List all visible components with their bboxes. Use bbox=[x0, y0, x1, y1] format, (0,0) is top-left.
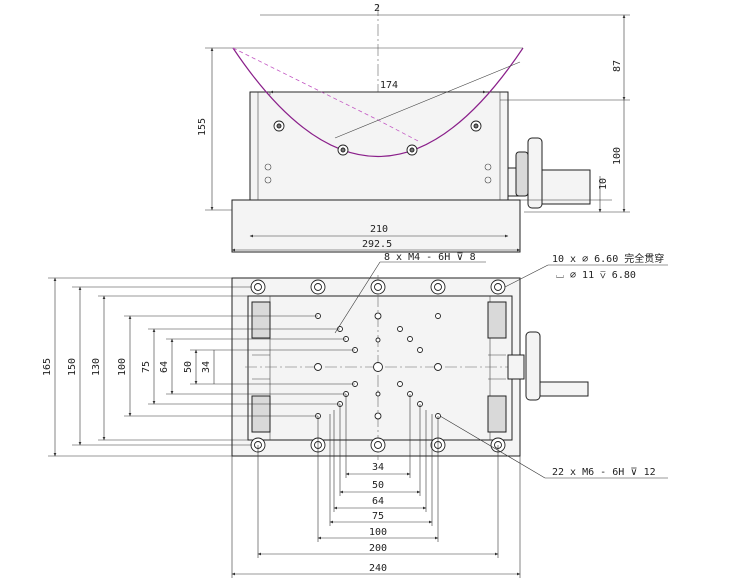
dim-label: 87 bbox=[612, 60, 623, 72]
dim-label: 200 bbox=[369, 543, 387, 554]
adjustment-knob-top bbox=[507, 331, 589, 401]
tapped-holes bbox=[314, 312, 442, 420]
callout-counterbore: ⌴ ∅ 11 ⊽ 6.80 bbox=[556, 270, 636, 281]
dim-label: 150 bbox=[67, 358, 78, 376]
dim-label: 75 bbox=[141, 361, 152, 373]
dim-label: 130 bbox=[91, 358, 102, 376]
dim-label: 292.5 bbox=[362, 239, 392, 250]
dim-label: 10 bbox=[598, 178, 609, 190]
dim-label: 2 bbox=[374, 3, 380, 14]
dim-label: 34 bbox=[201, 361, 212, 373]
top-view: 165 150 130 100 75 64 50 34 34 50 64 75 bbox=[42, 252, 668, 578]
adjustment-knob-front bbox=[507, 137, 591, 209]
front-base-plate bbox=[231, 199, 521, 253]
dim-label: 50 bbox=[372, 480, 384, 491]
dim-label: 165 bbox=[42, 358, 53, 376]
dim-label: 210 bbox=[370, 224, 388, 235]
dim-label: 100 bbox=[117, 358, 128, 376]
front-view: 2 174 155 87 100 10 210 292.5 bbox=[197, 3, 630, 253]
dim-label: 174 bbox=[380, 80, 398, 91]
dim-label: 155 bbox=[197, 118, 208, 136]
dim-label: 75 bbox=[372, 511, 384, 522]
dim-label: 34 bbox=[372, 462, 384, 473]
dim-label: 100 bbox=[369, 527, 387, 538]
callout-m4: 8 x M4 - 6H ⊽ 8 bbox=[384, 252, 476, 263]
callout-through-holes: 10 x ∅ 6.60 完全贯穿 bbox=[552, 252, 664, 265]
dim-label: 64 bbox=[159, 361, 170, 373]
callout-m6: 22 x M6 - 6H ⊽ 12 bbox=[552, 467, 656, 478]
dim-label: 50 bbox=[183, 361, 194, 373]
front-body bbox=[249, 91, 509, 201]
dim-label: 64 bbox=[372, 496, 384, 507]
dim-label: 100 bbox=[612, 147, 623, 165]
cradle-arc bbox=[232, 47, 524, 158]
dim-label: 240 bbox=[369, 563, 387, 574]
